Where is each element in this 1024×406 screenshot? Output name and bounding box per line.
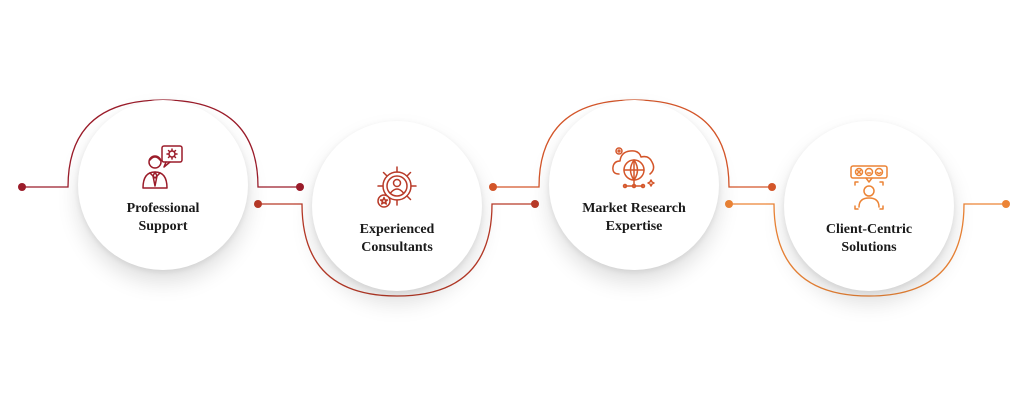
step-label: Experienced Consultants [322, 221, 472, 257]
connector-dot-step-3-left [489, 183, 497, 191]
client-feedback-icon [850, 165, 888, 210]
step-label-line2: Solutions [841, 240, 897, 255]
step-label-line1: Experienced [359, 222, 435, 237]
connector-dot-step-2-right [531, 200, 539, 208]
step-label: Client-Centric Solutions [794, 221, 944, 257]
connector-dot-step-3-right [768, 183, 776, 191]
step-professional-support: Professional Support [78, 100, 248, 270]
connector-dot-step-4-right [1002, 200, 1010, 208]
step-market-research-expertise: Market Research Expertise [549, 100, 719, 270]
step-label-line1: Client-Centric [825, 222, 913, 237]
step-label-line2: Support [138, 219, 188, 234]
step-label: Professional Support [88, 200, 238, 236]
connector-dot-step-1-left [18, 183, 26, 191]
step-label-line1: Market Research [582, 201, 686, 216]
connector-dot-step-2-left [254, 200, 262, 208]
connector-step-2 [258, 203, 535, 297]
gear-consultant-icon [377, 166, 417, 208]
connector-dot-step-1-right [296, 183, 304, 191]
connector-dot-step-4-left [725, 200, 733, 208]
step-label-line2: Expertise [605, 219, 663, 234]
step-label-line2: Consultants [361, 240, 433, 255]
professional-support-icon [142, 145, 183, 189]
step-label-line1: Professional [126, 201, 200, 216]
step-experienced-consultants: Experienced Consultants [312, 121, 482, 291]
step-client-centric-solutions: Client-Centric Solutions [784, 121, 954, 291]
globe-cloud-research-icon [612, 147, 655, 189]
step-label: Market Research Expertise [559, 200, 709, 236]
connector-step-4 [729, 203, 1006, 297]
